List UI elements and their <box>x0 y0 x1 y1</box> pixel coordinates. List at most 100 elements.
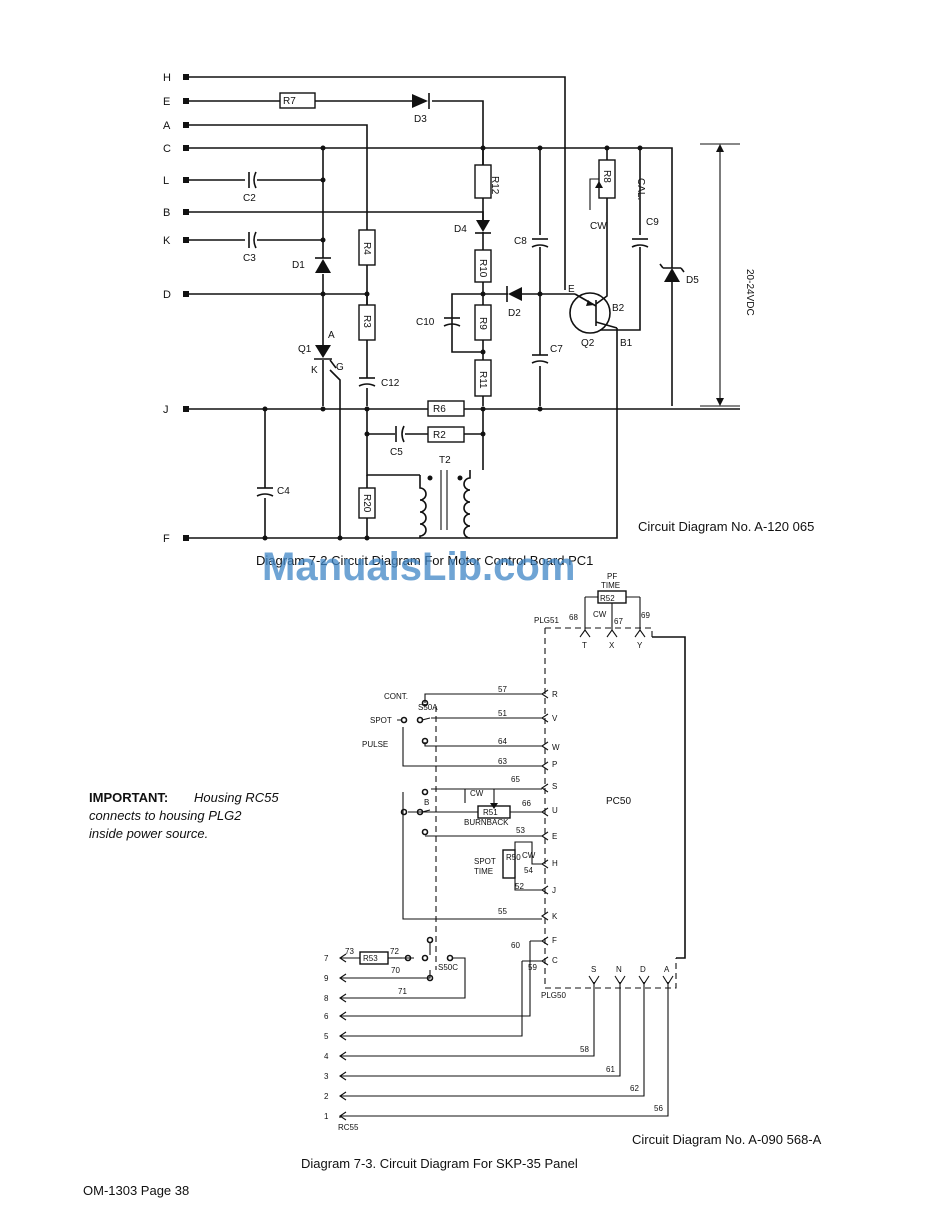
svg-text:X: X <box>609 641 615 650</box>
svg-text:V: V <box>552 714 558 723</box>
svg-text:T2: T2 <box>439 455 451 466</box>
svg-text:B1: B1 <box>620 338 633 349</box>
svg-text:63: 63 <box>498 757 507 766</box>
voltage-label: 20-24VDC <box>744 269 755 316</box>
svg-text:K: K <box>311 365 318 376</box>
svg-text:PULSE: PULSE <box>362 740 388 749</box>
svg-text:Q1: Q1 <box>298 344 312 355</box>
svg-text:R10: R10 <box>477 259 488 278</box>
caption-d1: Diagram 7-2 Circuit Diagram For Motor Co… <box>256 553 593 568</box>
terminal-k-label: K <box>163 235 171 247</box>
resistor-r7: R7 <box>279 92 316 109</box>
svg-text:E: E <box>568 284 575 295</box>
terminal-f-label: F <box>163 533 170 545</box>
svg-text:55: 55 <box>498 907 507 916</box>
capacitor-c2: C2 <box>243 171 257 204</box>
svg-text:R6: R6 <box>433 404 446 415</box>
svg-text:A: A <box>664 965 670 974</box>
svg-text:D1: D1 <box>292 260 305 271</box>
left-connector-pins: R V W P S U E H J K F C 57 51 64 63 65 6… <box>498 685 560 972</box>
svg-text:8: 8 <box>324 994 329 1003</box>
capacitor-c4: C4 <box>256 486 290 497</box>
cw-label-d1: CW <box>590 221 607 232</box>
svg-text:3: 3 <box>324 1072 329 1081</box>
svg-text:C12: C12 <box>381 378 400 389</box>
svg-text:57: 57 <box>498 685 507 694</box>
resistor-r8: R8 <box>589 159 616 210</box>
terminal-e-label: E <box>163 96 170 108</box>
motor-control-diagram: H E A C L B K D J F <box>163 72 814 568</box>
svg-text:54: 54 <box>524 866 533 875</box>
svg-text:67: 67 <box>614 617 623 626</box>
resistor-r3: R3 <box>358 304 376 341</box>
svg-text:C5: C5 <box>390 447 403 458</box>
svg-text:D4: D4 <box>454 224 467 235</box>
pc50-label: PC50 <box>606 796 631 807</box>
wires-d2 <box>339 693 669 1118</box>
svg-text:C7: C7 <box>550 344 563 355</box>
svg-text:C10: C10 <box>416 317 435 328</box>
svg-text:65: 65 <box>511 775 520 784</box>
svg-text:R: R <box>552 690 558 699</box>
svg-text:Q2: Q2 <box>581 338 595 349</box>
svg-text:R12: R12 <box>489 176 500 195</box>
svg-text:C9: C9 <box>646 217 659 228</box>
terminal-b-label: B <box>163 207 170 219</box>
capacitor-c5: C5 <box>390 425 405 458</box>
svg-text:1: 1 <box>324 1112 329 1121</box>
svg-text:69: 69 <box>641 611 650 620</box>
time-pot-r52: PF TIME R52 CW <box>584 572 641 630</box>
svg-text:G: G <box>336 362 344 373</box>
pot-r51-burnback: CW R51 BURNBACK <box>464 789 511 827</box>
diode-d1: D1 <box>292 257 331 273</box>
svg-text:F: F <box>552 936 557 945</box>
diode-d5: D5 <box>659 263 699 286</box>
important-note: IMPORTANT: Housing RC55 connects to hous… <box>89 790 279 841</box>
svg-text:BURNBACK: BURNBACK <box>464 818 509 827</box>
svg-text:R51: R51 <box>483 808 498 817</box>
switch-s50c: S50C <box>404 936 466 982</box>
important-line1: Housing RC55 <box>194 790 279 805</box>
svg-text:C4: C4 <box>277 486 290 497</box>
terminal-h-label: H <box>163 72 171 84</box>
svg-text:C3: C3 <box>243 253 256 264</box>
svg-text:D3: D3 <box>414 114 427 125</box>
transistor-q2: E B2 B1 Q2 <box>568 215 633 349</box>
svg-text:R8: R8 <box>601 170 612 183</box>
svg-text:R3: R3 <box>361 315 372 328</box>
svg-text:5: 5 <box>324 1032 329 1041</box>
switch-s50a: CONT. SPOT PULSE S50A <box>362 692 438 749</box>
svg-text:RC55: RC55 <box>338 1123 359 1132</box>
important-line3: inside power source. <box>89 826 208 841</box>
plg50-label: PLG50 <box>541 991 566 1000</box>
svg-text:D: D <box>640 965 646 974</box>
diode-d3: D3 <box>412 93 430 125</box>
resistor-r20: R20 <box>358 487 376 519</box>
svg-text:B: B <box>424 798 429 807</box>
terminal-c-label: C <box>163 143 171 155</box>
svg-text:S50C: S50C <box>438 963 458 972</box>
svg-text:6: 6 <box>324 1012 329 1021</box>
resistor-r10: R10 <box>474 249 492 283</box>
wires-d1 <box>189 76 740 539</box>
svg-text:56: 56 <box>654 1104 663 1113</box>
important-line2: connects to housing PLG2 <box>89 808 242 823</box>
caption-d2: Diagram 7-3. Circuit Diagram For SKP-35 … <box>301 1156 578 1171</box>
svg-text:R20: R20 <box>361 494 372 513</box>
svg-text:4: 4 <box>324 1052 329 1061</box>
svg-text:66: 66 <box>522 799 531 808</box>
svg-text:TIME: TIME <box>474 867 493 876</box>
cal-label: CAL. <box>635 178 646 200</box>
svg-text:C8: C8 <box>514 236 527 247</box>
svg-text:CONT.: CONT. <box>384 692 408 701</box>
circuit-number-d1: Circuit Diagram No. A-120 065 <box>638 519 814 534</box>
svg-text:R4: R4 <box>361 242 372 255</box>
capacitor-c10: C10 <box>416 317 461 328</box>
svg-text:71: 71 <box>398 987 407 996</box>
svg-text:E: E <box>552 832 557 841</box>
pot-r50-spot-time: SPOT TIME R50 CW <box>474 849 536 879</box>
svg-text:R50: R50 <box>506 853 521 862</box>
svg-text:68: 68 <box>569 613 578 622</box>
svg-text:S: S <box>591 965 596 974</box>
